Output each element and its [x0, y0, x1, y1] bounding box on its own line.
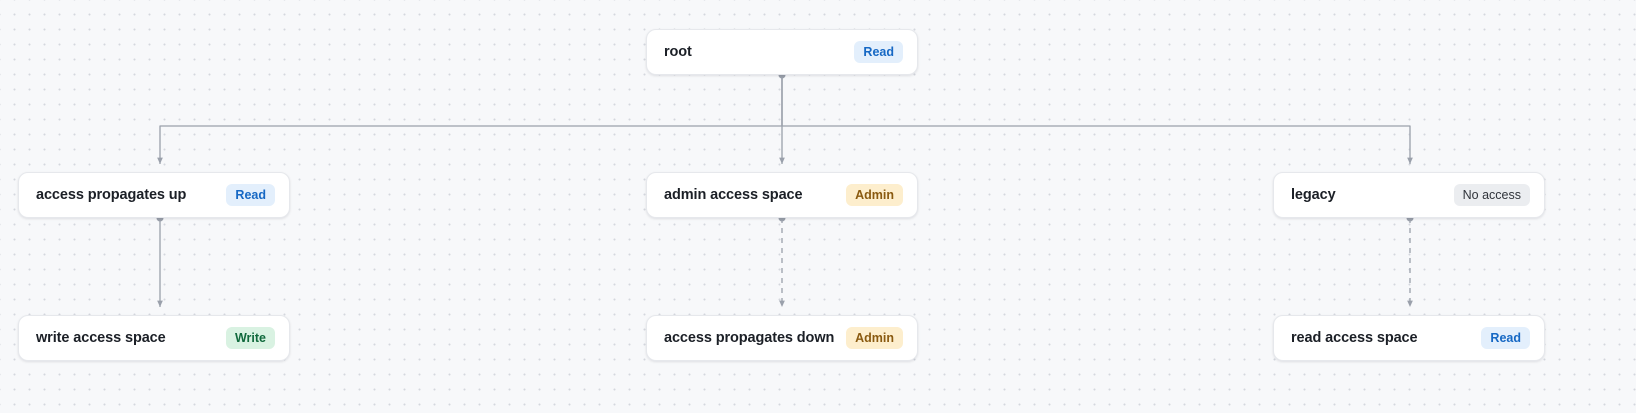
edge-root-to-access-propagates-up [157, 75, 783, 164]
node-access-propagates-down-label: access propagates down [664, 330, 835, 346]
node-write-access-space[interactable]: write access space Write [18, 315, 290, 361]
node-read-access-space[interactable]: read access space Read [1273, 315, 1545, 361]
node-legacy-label: legacy [1291, 187, 1336, 203]
node-write-access-space-badge: Write [225, 326, 275, 350]
edge-root-to-legacy [781, 75, 1413, 164]
node-access-propagates-up-label: access propagates up [36, 187, 187, 203]
node-legacy-badge: No access [1453, 183, 1530, 207]
node-access-propagates-up[interactable]: access propagates up Read [18, 172, 290, 218]
node-access-propagates-down-badge: Admin [846, 326, 903, 350]
node-admin-access-space-label: admin access space [664, 187, 803, 203]
node-write-access-space-label: write access space [36, 330, 166, 346]
node-root[interactable]: root Read [646, 29, 918, 75]
node-admin-access-space-badge: Admin [846, 183, 903, 207]
node-read-access-space-badge: Read [1481, 326, 1530, 350]
node-root-label: root [664, 44, 692, 60]
node-admin-access-space[interactable]: admin access space Admin [646, 172, 918, 218]
node-legacy[interactable]: legacy No access [1273, 172, 1545, 218]
node-access-propagates-down[interactable]: access propagates down Admin [646, 315, 918, 361]
node-access-propagates-up-badge: Read [226, 183, 275, 207]
node-root-badge: Read [854, 40, 903, 64]
node-read-access-space-label: read access space [1291, 330, 1418, 346]
